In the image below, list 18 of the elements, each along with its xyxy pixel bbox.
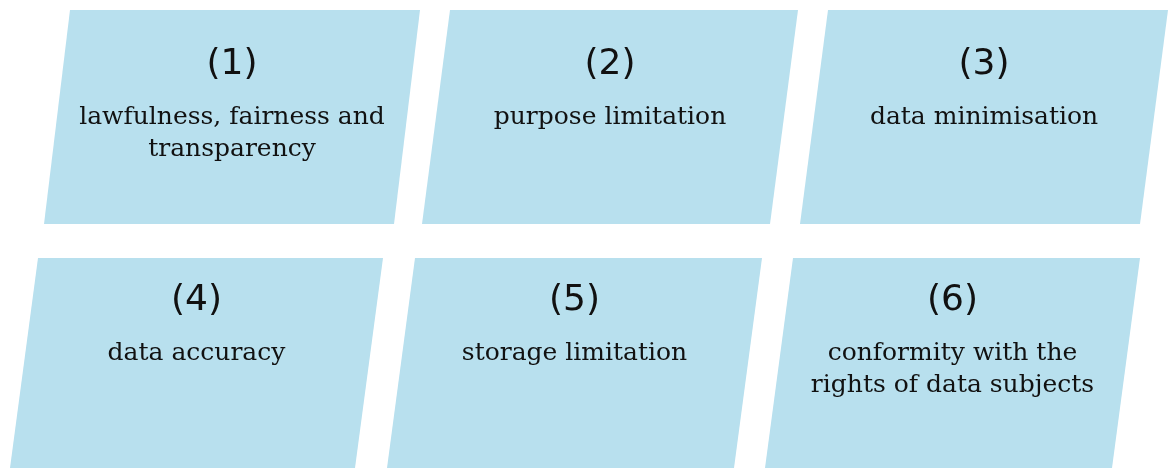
principle-number: (1) <box>206 42 258 82</box>
parallelogram-box <box>765 258 1140 468</box>
principle-name: conformity with the rights of data subjects <box>809 335 1096 401</box>
parallelogram-box <box>422 10 798 224</box>
principle-name: lawfulness, fairness and transparency <box>78 99 386 165</box>
principle-number: (4) <box>171 278 222 318</box>
principle-number: (5) <box>549 278 600 318</box>
principle-number: (6) <box>927 278 978 318</box>
parallelogram-box <box>10 258 383 468</box>
parallelogram-box <box>800 10 1168 224</box>
parallelogram-box <box>387 258 762 468</box>
principle-number: (2) <box>584 42 636 82</box>
principle-name: data minimisation <box>869 99 1099 132</box>
parallelogram-box <box>44 10 420 224</box>
principle-name: data accuracy <box>107 335 286 368</box>
principle-name: purpose limitation <box>493 99 727 132</box>
principle-number: (3) <box>958 42 1010 82</box>
principle-name: storage limitation <box>461 335 688 368</box>
